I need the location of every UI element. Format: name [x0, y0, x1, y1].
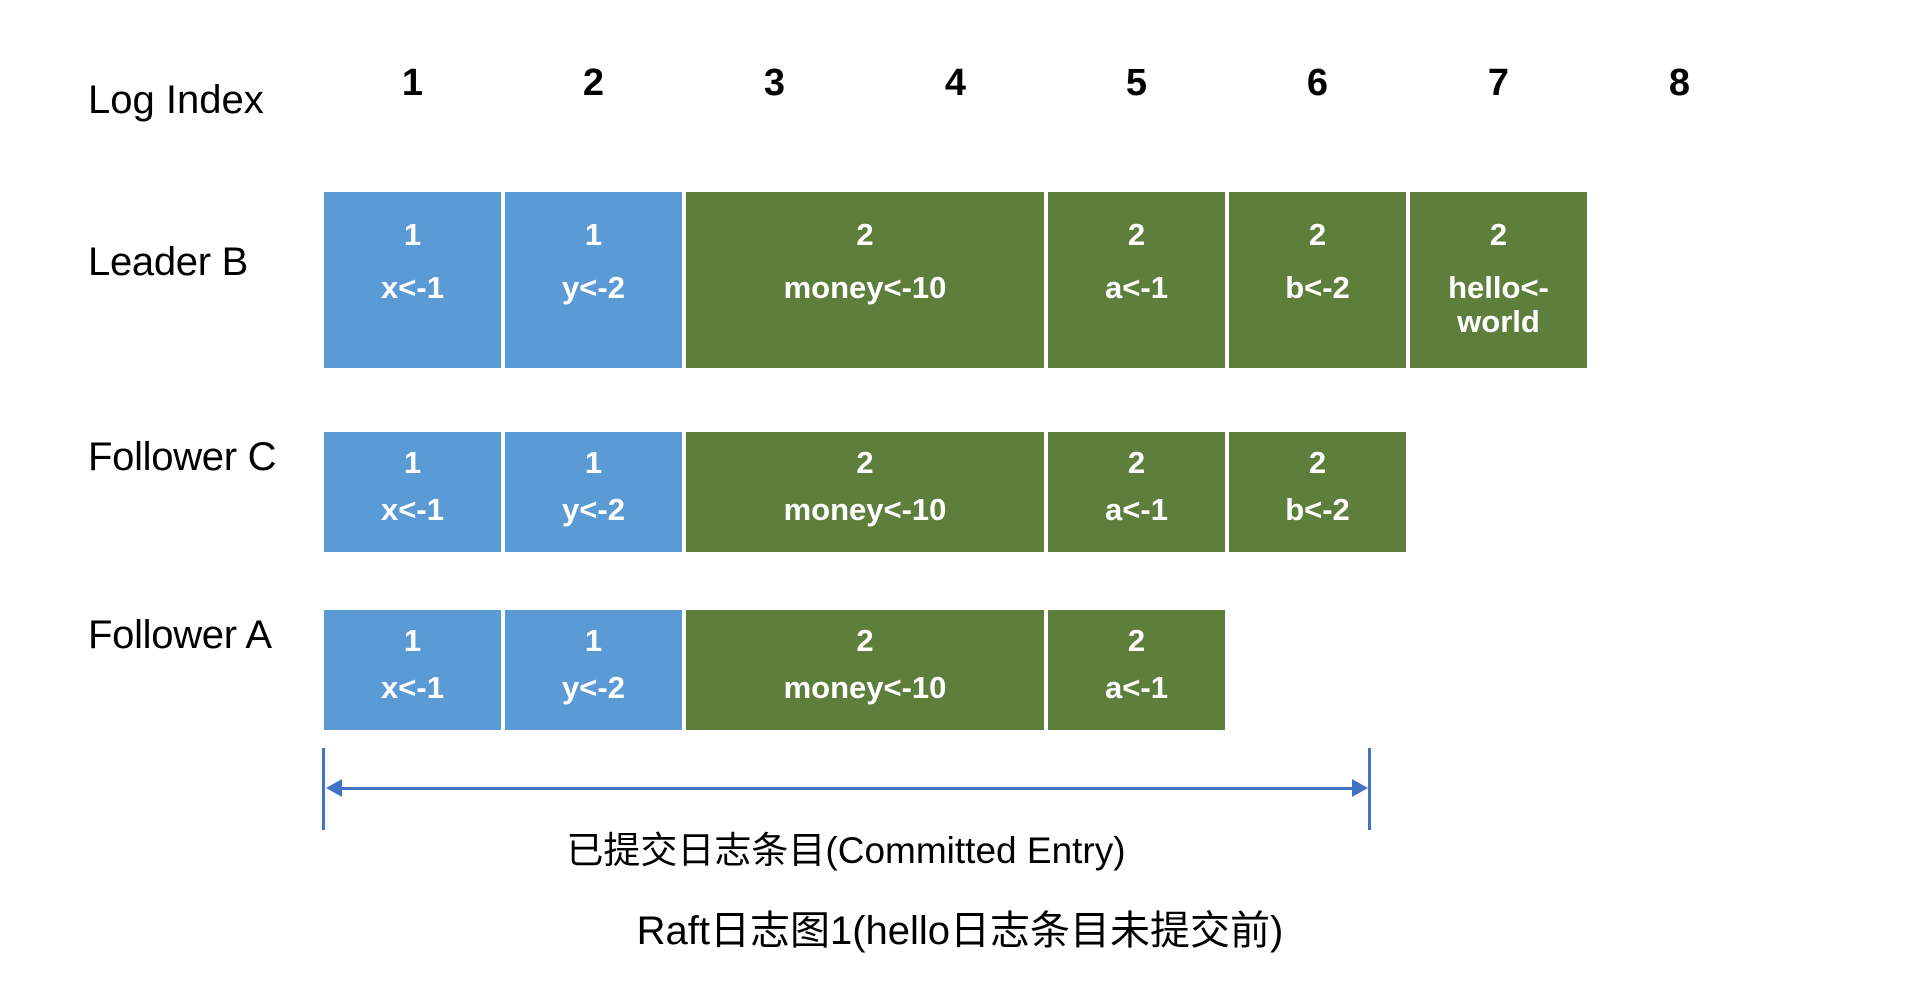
entry-term: 2 — [1308, 217, 1327, 252]
entry-command: money<-10 — [783, 269, 947, 305]
log-index-1: 1 — [401, 62, 424, 104]
entry-term: 2 — [1489, 217, 1508, 252]
log-entry-cell[interactable]: 2 b<-2 — [1227, 190, 1408, 370]
entry-command: y<-2 — [562, 669, 625, 705]
entry-term: 2 — [1127, 217, 1146, 252]
row-label-follower-c: Follower C — [88, 435, 277, 479]
committed-right-tick — [1368, 748, 1371, 830]
log-entry-cell[interactable]: 2 b<-2 — [1227, 430, 1408, 554]
log-entry-cell[interactable]: 2 money<-10 — [684, 190, 1046, 370]
entry-command: a<-1 — [1105, 491, 1168, 527]
entry-term: 1 — [403, 445, 422, 480]
log-entry-cell[interactable]: 1 y<-2 — [503, 608, 684, 732]
entry-command: a<-1 — [1105, 269, 1168, 305]
log-entry-cell[interactable]: 2 a<-1 — [1046, 430, 1227, 554]
log-entry-cell[interactable]: 2 hello<- world — [1408, 190, 1589, 370]
log-entry-cell[interactable]: 2 money<-10 — [684, 608, 1046, 732]
figure-caption: Raft日志图1(hello日志条目未提交前) — [636, 909, 1284, 953]
entry-command: a<-1 — [1105, 669, 1168, 705]
committed-arrow-head-right — [1352, 779, 1368, 797]
log-index-2: 2 — [582, 62, 605, 104]
entry-command: money<-10 — [783, 491, 947, 527]
entry-term: 2 — [856, 445, 874, 480]
entry-command: hello<- world — [1448, 269, 1549, 340]
log-entry-cell[interactable]: 2 a<-1 — [1046, 608, 1227, 732]
entry-command: x<-1 — [381, 491, 444, 527]
row-label-leader-b: Leader B — [88, 240, 248, 284]
row-label-follower-a: Follower A — [88, 613, 272, 657]
entry-term: 2 — [1127, 623, 1146, 658]
entry-command: x<-1 — [381, 669, 444, 705]
entry-command: b<-2 — [1285, 269, 1350, 305]
entry-term: 1 — [403, 217, 422, 252]
log-index-4: 4 — [944, 62, 967, 104]
log-entry-cell[interactable]: 2 money<-10 — [684, 430, 1046, 554]
committed-arrow-line — [330, 787, 1362, 790]
committed-left-tick — [322, 748, 325, 830]
log-index-7: 7 — [1487, 62, 1510, 104]
log-index-6: 6 — [1306, 62, 1329, 104]
log-entry-cell[interactable]: 2 a<-1 — [1046, 190, 1227, 370]
log-index-3: 3 — [763, 62, 786, 104]
committed-entry-label: 已提交日志条目(Committed Entry) — [566, 830, 1126, 871]
log-entry-cell[interactable]: 1 x<-1 — [322, 608, 503, 732]
entry-term: 2 — [1127, 445, 1146, 480]
entry-term: 1 — [584, 623, 603, 658]
log-entry-cell[interactable]: 1 x<-1 — [322, 430, 503, 554]
log-entry-cell[interactable]: 1 y<-2 — [503, 190, 684, 370]
entry-term: 1 — [584, 445, 603, 480]
entry-term: 1 — [584, 217, 603, 252]
entry-term: 1 — [403, 623, 422, 658]
log-index-8: 8 — [1668, 62, 1691, 104]
entry-command: y<-2 — [562, 491, 625, 527]
entry-command: x<-1 — [381, 269, 444, 305]
entry-term: 2 — [856, 623, 874, 658]
committed-arrow-head-left — [326, 779, 342, 797]
log-entry-cell[interactable]: 1 y<-2 — [503, 430, 684, 554]
log-index-label: Log Index — [88, 78, 264, 122]
entry-command: y<-2 — [562, 269, 625, 305]
log-index-5: 5 — [1125, 62, 1148, 104]
log-entry-cell[interactable]: 1 x<-1 — [322, 190, 503, 370]
entry-command: money<-10 — [783, 669, 947, 705]
entry-command: b<-2 — [1285, 491, 1350, 527]
entry-term: 2 — [856, 217, 874, 252]
entry-term: 2 — [1308, 445, 1327, 480]
